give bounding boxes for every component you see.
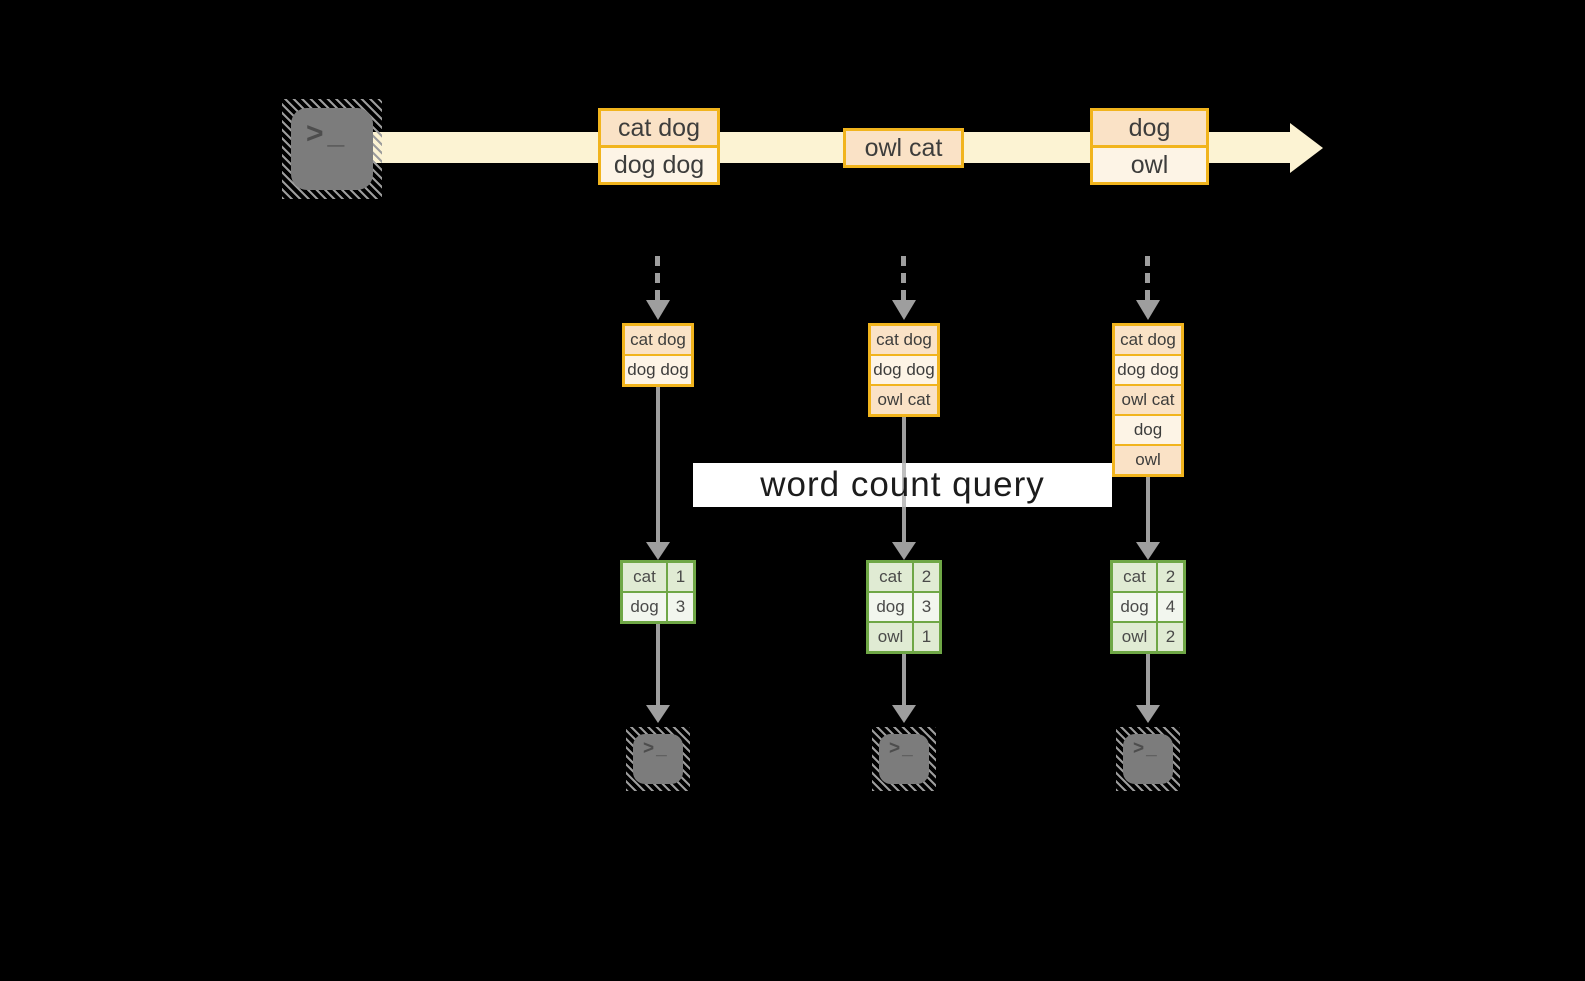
state-row: cat dog [1115,326,1181,354]
result-count-cell: 3 [921,597,932,616]
result-table: cat 2 dog 4 owl 2 [1110,560,1186,654]
result-table: cat 1 dog 3 [620,560,696,624]
result-word-cell: cat [1113,563,1158,591]
stream-record: owl cat [843,128,964,168]
stream-record-row: owl cat [846,131,961,165]
result-word-cell: cat [623,563,668,591]
result-row: owl 2 [1113,621,1183,651]
result-word-cell: dog [1113,593,1158,621]
sink-arrowhead-icon [646,705,670,723]
state-row: owl cat [871,384,937,414]
result-row: owl 1 [869,621,939,651]
state-row: owl [1115,444,1181,474]
ingest-arrowhead-icon [646,300,670,320]
result-count-cell: 4 [1165,597,1176,616]
state-row: cat dog [871,326,937,354]
sink-arrowhead-icon [892,705,916,723]
terminal-screen: >_ [879,734,929,784]
result-word-cell: owl [1113,623,1158,651]
sink-arrowhead-icon [1136,705,1160,723]
ingest-arrow-line [1145,256,1150,300]
query-label: word count query [760,465,1045,504]
query-arrowhead-icon [892,542,916,560]
terminal-screen: >_ [291,108,373,190]
sink-arrow-line [902,654,906,705]
sink-arrow-line [656,624,660,705]
result-word-cell: cat [869,563,914,591]
result-word-cell: dog [869,593,914,621]
query-arrow-line [656,387,660,542]
result-count-cell: 3 [675,597,686,616]
state-row: dog [1115,414,1181,444]
stream-record-row: owl [1093,145,1206,182]
ingest-arrowhead-icon [892,300,916,320]
result-count-cell: 2 [1165,627,1176,646]
sink-terminal-icon: >_ [626,727,690,791]
state-row: owl cat [1115,384,1181,414]
terminal-screen: >_ [633,734,683,784]
result-row: cat 1 [623,563,693,591]
result-row: dog 3 [623,591,693,621]
query-arrow-line [1146,477,1150,542]
stream-record-row: cat dog [601,111,717,145]
result-count-cell: 1 [675,567,686,586]
state-row: dog dog [1115,354,1181,384]
result-count-cell: 2 [1165,567,1176,586]
state-row: dog dog [871,354,937,384]
stream-record-row: dog [1093,111,1206,145]
query-arrow-through-label [902,463,906,507]
stream-arrowhead-icon [1290,123,1323,173]
result-table: cat 2 dog 3 owl 1 [866,560,942,654]
terminal-prompt-glyph: >_ [643,738,669,759]
source-terminal-icon: >_ [282,99,382,199]
ingest-arrow-line [901,256,906,300]
state-row: cat dog [625,326,691,354]
terminal-screen: >_ [1123,734,1173,784]
result-count-cell: 2 [921,567,932,586]
stream-record-row: dog dog [601,145,717,182]
terminal-prompt-glyph: >_ [306,117,349,150]
result-word-cell: dog [623,593,668,621]
result-count-cell: 1 [921,627,932,646]
terminal-prompt-glyph: >_ [889,738,915,759]
ingest-arrow-line [655,256,660,300]
query-arrowhead-icon [646,542,670,560]
ingest-arrowhead-icon [1136,300,1160,320]
sink-terminal-icon: >_ [872,727,936,791]
result-row: cat 2 [1113,563,1183,591]
result-word-cell: owl [869,623,914,651]
sink-terminal-icon: >_ [1116,727,1180,791]
result-row: cat 2 [869,563,939,591]
result-row: dog 3 [869,591,939,621]
sink-arrow-line [1146,654,1150,705]
state-row: dog dog [625,354,691,384]
query-arrowhead-icon [1136,542,1160,560]
result-row: dog 4 [1113,591,1183,621]
terminal-prompt-glyph: >_ [1133,738,1159,759]
